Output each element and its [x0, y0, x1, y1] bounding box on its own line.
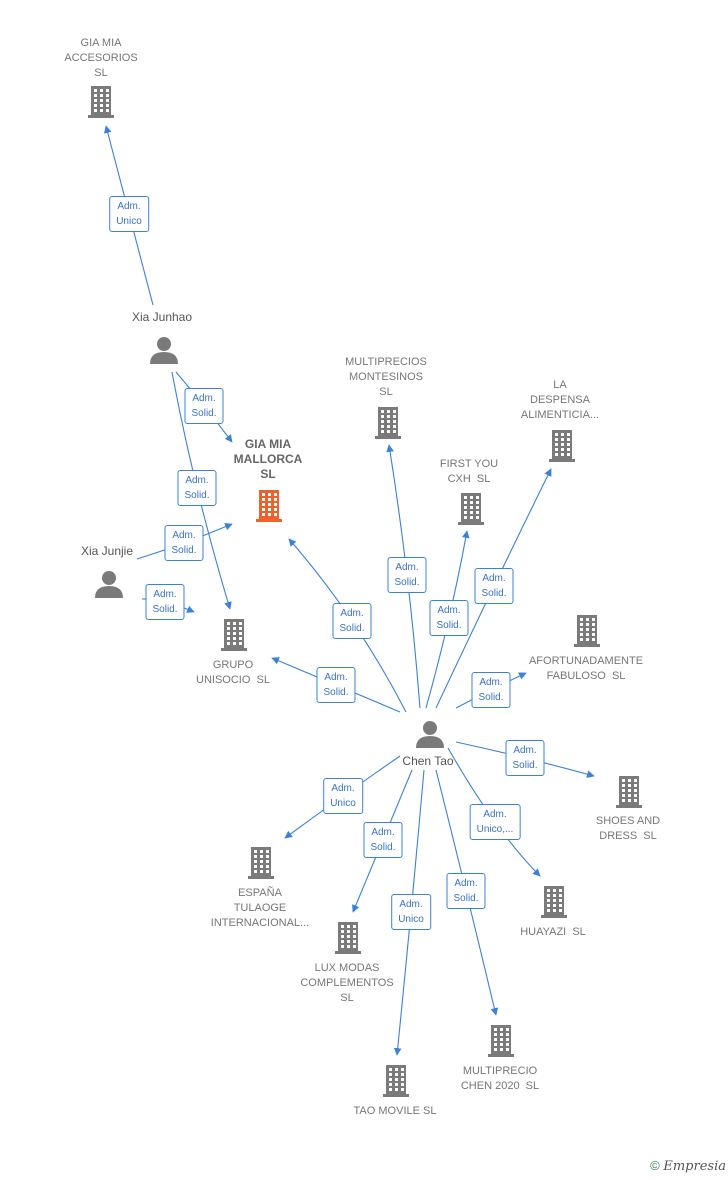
- company-label-first_you[interactable]: FIRST YOU CXH SL: [439, 458, 499, 485]
- company-label-grupo_unisocio[interactable]: GRUPO UNISOCIO SL: [196, 659, 270, 686]
- edge-label[interactable]: Adm. Unico: [391, 894, 431, 930]
- edge-label[interactable]: Adm. Solid.: [474, 568, 514, 604]
- building-icon[interactable]: [549, 430, 575, 462]
- edge-label[interactable]: Adm. Solid.: [177, 470, 217, 506]
- edge-label[interactable]: Adm. Solid.: [471, 672, 511, 708]
- edge-label[interactable]: Adm. Solid.: [363, 822, 403, 858]
- company-label-huayazi[interactable]: HUAYAZI SL: [520, 926, 586, 938]
- building-icon[interactable]: [574, 615, 600, 647]
- company-label-lux_modas[interactable]: LUX MODAS COMPLEMENTOS SL: [300, 962, 394, 1004]
- company-label-shoes_dress[interactable]: SHOES AND DRESS SL: [595, 815, 661, 842]
- edge-label[interactable]: Adm. Solid.: [316, 667, 356, 703]
- building-icon[interactable]: [88, 86, 114, 118]
- edge-label[interactable]: Adm. Unico,...: [469, 804, 521, 840]
- company-label-la_despensa[interactable]: LA DESPENSA ALIMENTICIA...: [520, 379, 600, 421]
- company-label-afortunadamente[interactable]: AFORTUNADAMENTE FABULOSO SL: [528, 655, 644, 682]
- person-label-xia_junjie[interactable]: Xia Junjie: [80, 544, 134, 558]
- edge-label[interactable]: Adm. Solid.: [429, 600, 469, 636]
- company-label-espana_tulaoge[interactable]: ESPAÑA TULAOGE INTERNACIONAL...: [210, 887, 310, 929]
- copyright-symbol: ©: [650, 1158, 660, 1173]
- company-label-gia_mia_mallorca[interactable]: GIA MIA MALLORCA SL: [233, 437, 303, 481]
- person-icon[interactable]: [95, 571, 123, 598]
- edge-label[interactable]: Adm. Solid.: [505, 740, 545, 776]
- building-icon[interactable]: [375, 407, 401, 439]
- edge-label[interactable]: Adm. Unico: [323, 778, 363, 814]
- person-label-xia_junhao[interactable]: Xia Junhao: [131, 310, 193, 324]
- edge-label[interactable]: Adm. Solid.: [387, 557, 427, 593]
- building-icon[interactable]: [256, 490, 282, 522]
- building-icon[interactable]: [383, 1065, 409, 1097]
- building-icon[interactable]: [335, 922, 361, 954]
- edge-label[interactable]: Adm. Unico: [109, 196, 149, 232]
- edge-label[interactable]: Adm. Solid.: [164, 525, 204, 561]
- edge-label[interactable]: Adm. Solid.: [446, 873, 486, 909]
- building-icon[interactable]: [221, 619, 247, 651]
- person-icon[interactable]: [416, 721, 444, 748]
- edge-label[interactable]: Adm. Solid.: [332, 603, 372, 639]
- building-icon[interactable]: [458, 493, 484, 525]
- edge-label[interactable]: Adm. Solid.: [145, 584, 185, 620]
- company-label-tao_movile[interactable]: TAO MOVILE SL: [353, 1105, 437, 1117]
- person-label-chen_tao[interactable]: Chen Tao: [402, 754, 454, 768]
- company-label-gia_mia_accesorios[interactable]: GIA MIA ACCESORIOS SL: [64, 37, 138, 79]
- copyright-notice: © Empresia: [650, 1158, 726, 1174]
- edge-label[interactable]: Adm. Solid.: [184, 388, 224, 424]
- building-icon[interactable]: [488, 1025, 514, 1057]
- building-icon[interactable]: [616, 776, 642, 808]
- building-icon[interactable]: [248, 847, 274, 879]
- company-label-multiprecio_chen[interactable]: MULTIPRECIO CHEN 2020 SL: [460, 1065, 540, 1092]
- brand-logo: Empresia: [663, 1159, 726, 1174]
- person-icon[interactable]: [150, 337, 178, 364]
- company-label-multiprecios_montesinos[interactable]: MULTIPRECIOS MONTESINOS SL: [345, 356, 427, 398]
- building-icon[interactable]: [541, 886, 567, 918]
